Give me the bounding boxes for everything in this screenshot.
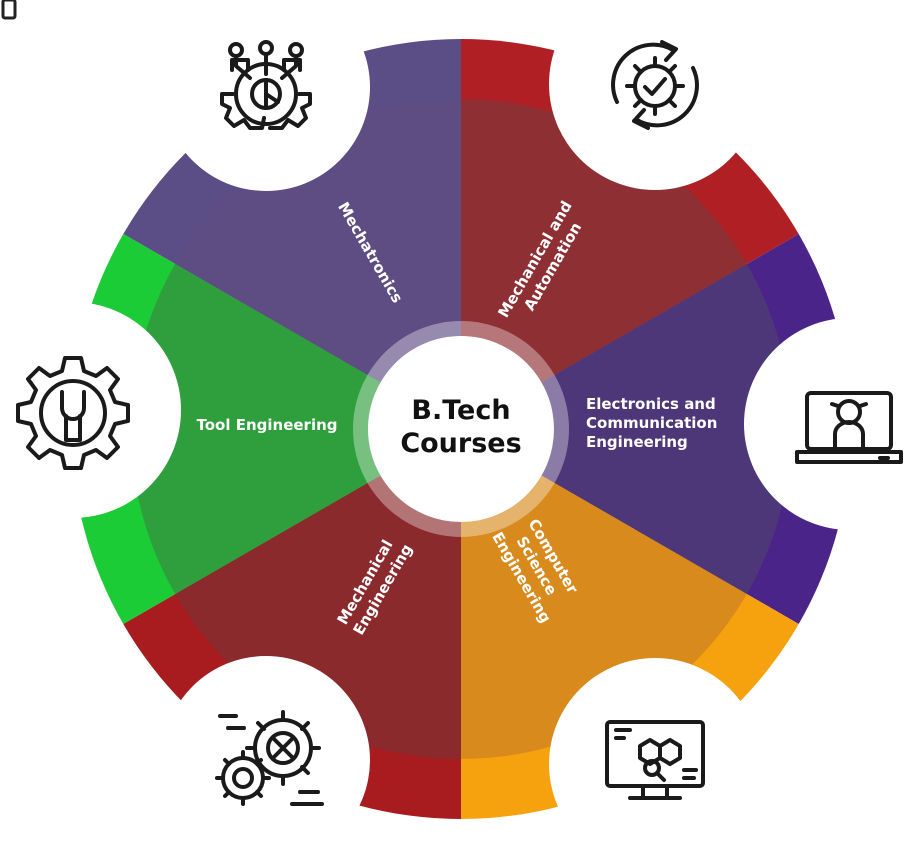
label-electronics-communication-line2: Communication <box>586 414 717 432</box>
gear-circuit-icon <box>220 40 312 130</box>
monitor-code-icon <box>605 720 705 800</box>
label-electronics-communication: Electronics and Communication Engineerin… <box>586 395 723 451</box>
icon-button-computer-science[interactable] <box>549 658 761 859</box>
partial-icon-circle-top <box>111 0 189 17</box>
icon-button-electronics-communication[interactable] <box>744 318 919 530</box>
center-hub: B.Tech Courses <box>353 321 569 537</box>
label-tool-engineering: Tool Engineering <box>197 416 338 434</box>
label-tool-engineering-line1: Tool Engineering <box>197 416 338 434</box>
label-electronics-communication-line3: Engineering <box>586 433 688 451</box>
icon-button-mechanical-automation[interactable] <box>549 0 761 190</box>
center-title-line2: Courses <box>400 428 521 459</box>
icon-button-mechanical[interactable] <box>162 656 370 859</box>
gears-icon <box>215 710 324 806</box>
laptop-person-icon <box>795 391 903 464</box>
partial-icon-circle-top-left <box>0 0 25 35</box>
center-circle <box>368 336 554 522</box>
gear-cycle-icon <box>611 40 699 130</box>
gear-wrench-icon <box>16 356 130 470</box>
segment-electronics-communication[interactable] <box>461 264 792 594</box>
icon-button-tool-engineering[interactable] <box>0 302 181 518</box>
center-title-line1: B.Tech <box>411 395 510 426</box>
segment-tool-engineering[interactable] <box>130 264 461 594</box>
label-electronics-communication-line1: Electronics and <box>586 395 716 413</box>
icon-button-mechatronics[interactable] <box>162 0 370 191</box>
